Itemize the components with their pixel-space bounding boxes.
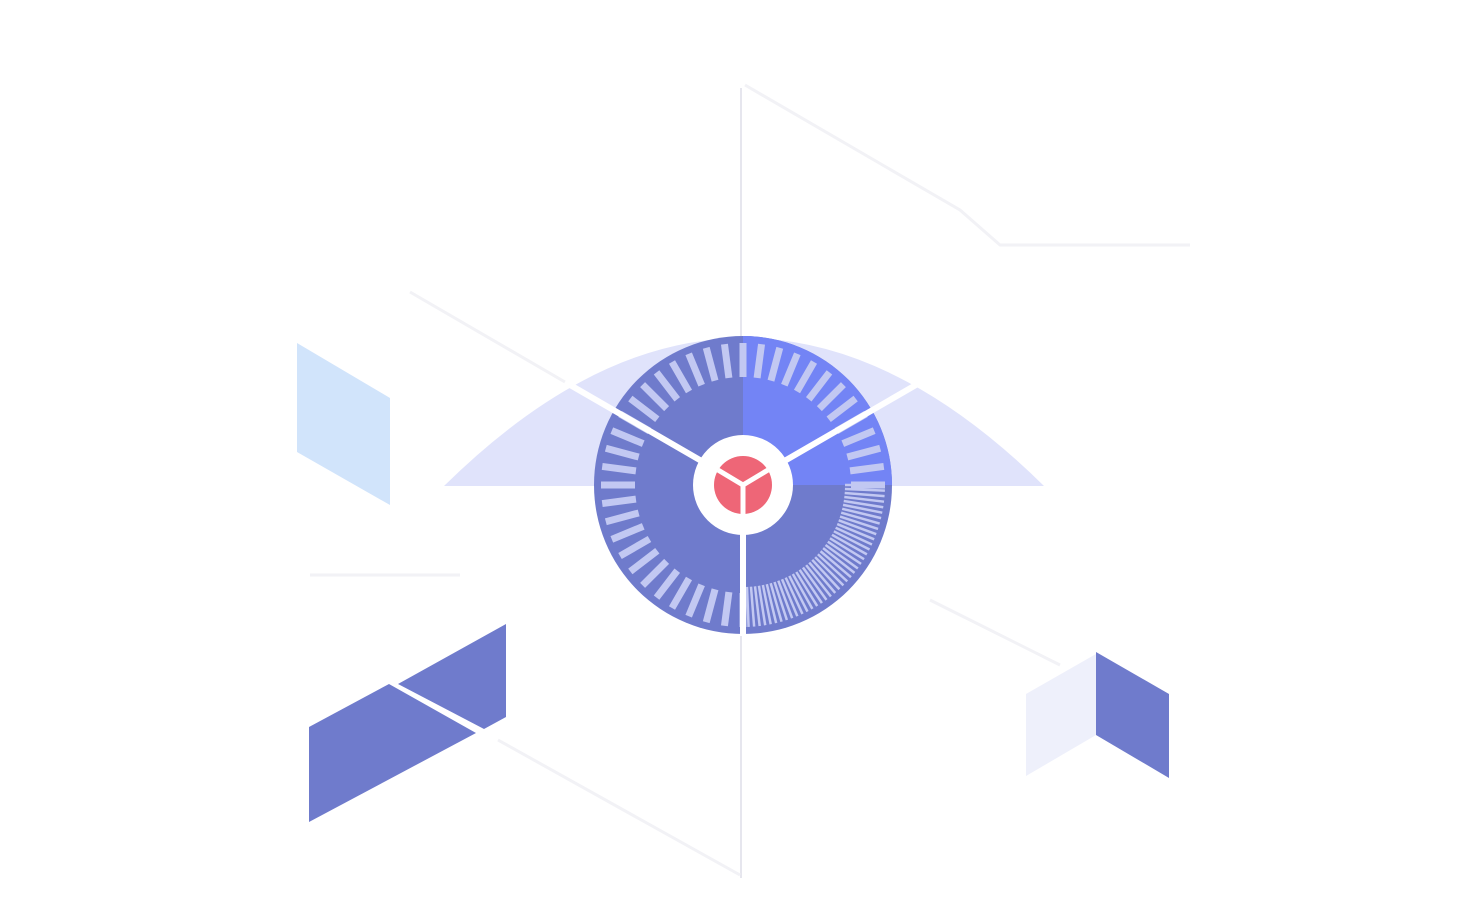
- iris-tick: [702, 346, 719, 382]
- iris-fine-tick: [829, 537, 865, 561]
- indigo-block-upper: [398, 624, 506, 729]
- iris-tick: [720, 591, 733, 627]
- iris-highlight-sector: [743, 336, 892, 485]
- iris-fine-tick: [822, 547, 856, 574]
- wire-line-top-left: [409, 290, 566, 384]
- iris-fine-tick: [788, 575, 809, 613]
- iris-fine-tick: [761, 584, 772, 625]
- iris-fine-tick: [791, 573, 814, 610]
- iris-tick: [668, 576, 693, 610]
- iris-tick: [816, 382, 846, 412]
- iris-fine-tick: [844, 487, 885, 492]
- iris-tick: [826, 395, 858, 423]
- light-blue-block: [297, 343, 390, 505]
- iris-fine-tick: [769, 582, 783, 623]
- iris-tick: [618, 535, 652, 560]
- iris-tick: [753, 343, 766, 379]
- iris-fine-tick: [831, 533, 868, 556]
- iris-fine-tick: [817, 553, 849, 583]
- pale-block: [1026, 654, 1096, 776]
- iris-fine-tick: [777, 580, 794, 619]
- iris-tick: [640, 382, 670, 412]
- iris-tick: [849, 462, 885, 475]
- iris-fine-tick: [838, 519, 877, 536]
- iris-fine-tick: [780, 578, 799, 617]
- iris-tick: [781, 352, 801, 387]
- iris-fine-tick: [841, 507, 882, 520]
- wire-line-bottom-right: [929, 598, 1061, 667]
- iris-fine-tick: [811, 559, 841, 591]
- iris-fine-tick: [833, 530, 871, 551]
- iris-fine-tick: [808, 561, 837, 594]
- iris-fine-tick: [843, 499, 884, 509]
- wire-line-top-right: [744, 83, 1190, 247]
- iris-tick: [767, 346, 784, 382]
- pupil: [693, 435, 793, 535]
- iris-tick: [604, 444, 640, 461]
- iris-fine-tick: [745, 586, 750, 627]
- iris-tick: [841, 427, 876, 447]
- iris-tick: [653, 370, 681, 402]
- iris-tick: [610, 523, 645, 543]
- iris-fine-tick: [844, 491, 885, 498]
- iris-fine-tick: [814, 556, 845, 587]
- iris-fine-tick: [824, 543, 859, 570]
- iris-fine-tick: [842, 503, 883, 514]
- iris-fine-tick: [805, 564, 832, 598]
- iris-fine-tick: [749, 586, 756, 627]
- iris-tick: [604, 509, 640, 526]
- iris-fine-tick: [773, 581, 789, 621]
- iris-tick: [601, 495, 637, 508]
- iris-fine-tick: [784, 577, 804, 615]
- iris-tick: [628, 395, 660, 423]
- iris-tick: [601, 462, 637, 475]
- iris-tick: [653, 568, 681, 600]
- wire-line-bottom-left: [497, 738, 741, 877]
- iris-tick: [793, 360, 818, 394]
- iris-tick: [668, 360, 693, 394]
- iris-tick: [702, 588, 719, 624]
- iris-tick: [685, 352, 705, 387]
- iris-tick: [628, 547, 660, 575]
- iris-fine-tick: [798, 569, 823, 604]
- iris-fine-tick: [836, 522, 875, 541]
- iris-fine-tick: [753, 586, 761, 627]
- indigo-block-right: [1096, 652, 1169, 778]
- pupil-spokes: [716, 467, 770, 514]
- indigo-block-lower: [309, 684, 476, 822]
- iris-fine-tick: [835, 526, 873, 546]
- iris-tick: [610, 427, 645, 447]
- iris-tick: [640, 558, 670, 588]
- iris-fine-tick: [801, 566, 828, 601]
- iris-fine-tick: [827, 540, 862, 565]
- iris-tick-marks: [601, 343, 885, 627]
- iris-tick: [805, 370, 833, 402]
- iris-fine-tick: [839, 515, 879, 531]
- iris-tick: [846, 444, 882, 461]
- iris-fine-tick: [840, 511, 881, 525]
- iris-fine-tick: [795, 571, 819, 607]
- iris-tick: [720, 343, 733, 379]
- iris-fine-tick: [844, 495, 885, 503]
- iris-tick: [685, 583, 705, 618]
- iris-fine-tick: [819, 550, 852, 579]
- iris-fine-tick: [757, 585, 767, 626]
- iris-fine-tick: [765, 583, 778, 624]
